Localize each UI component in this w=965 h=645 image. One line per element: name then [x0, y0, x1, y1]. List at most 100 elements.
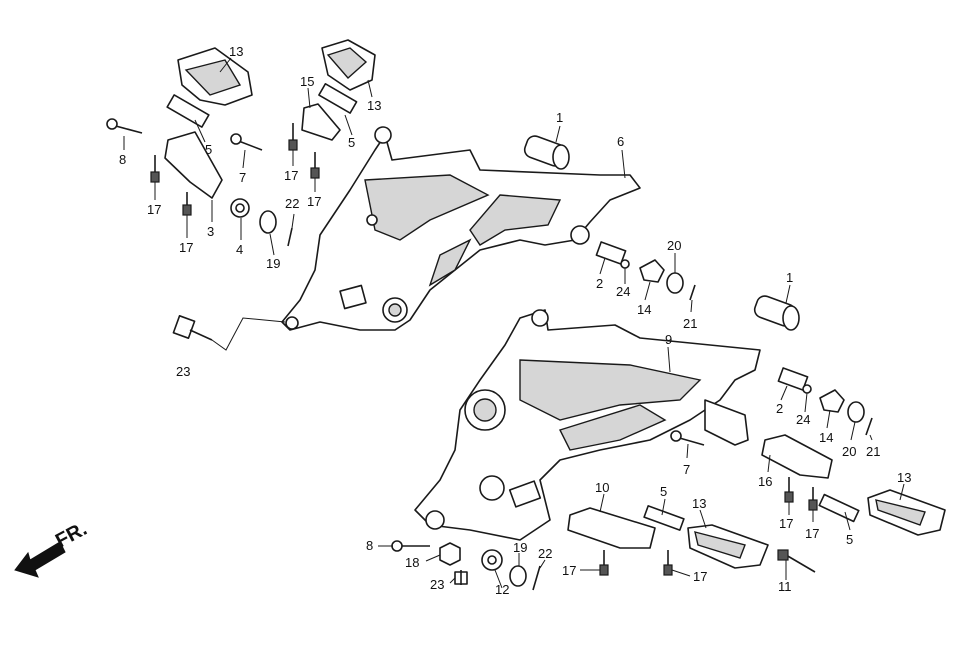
label-17f: 17	[805, 526, 819, 541]
label-17b: 17	[179, 240, 193, 255]
label-7b: 7	[683, 462, 690, 477]
spring-12	[481, 549, 503, 571]
label-6: 6	[617, 134, 624, 149]
plate-5c	[818, 493, 860, 523]
label-17g: 17	[562, 563, 576, 578]
label-4: 4	[236, 242, 243, 257]
spring-4	[230, 198, 250, 218]
nut-18	[439, 542, 461, 566]
label-13a: 13	[229, 44, 243, 59]
bolt-17b	[182, 192, 192, 216]
label-5b: 5	[348, 135, 355, 150]
plate-5b	[318, 83, 358, 114]
bolt-23b	[454, 570, 468, 585]
label-22a: 22	[285, 196, 299, 211]
label-5c: 5	[846, 532, 853, 547]
footpeg-arm-10	[567, 507, 656, 549]
cotter-pin-21a	[689, 284, 696, 301]
label-22b: 22	[538, 546, 552, 561]
label-7a: 7	[239, 170, 246, 185]
label-12: 12	[495, 582, 509, 597]
bolt-17c	[288, 123, 298, 151]
label-17e: 17	[779, 516, 793, 531]
label-24b: 24	[796, 412, 810, 427]
label-23b: 23	[430, 577, 444, 592]
label-24a: 24	[616, 284, 630, 299]
label-15: 15	[300, 74, 314, 89]
grip-rubber-13b	[321, 39, 376, 91]
label-21a: 21	[683, 316, 697, 331]
label-17h: 17	[693, 569, 707, 584]
label-1a: 1	[556, 110, 563, 125]
detent-plate-14a	[639, 259, 665, 283]
label-17a: 17	[147, 202, 161, 217]
grip-rubber-13a	[177, 47, 253, 106]
plate-5a	[166, 94, 210, 128]
footpeg-arm-3	[164, 131, 223, 199]
front-arrow-icon	[14, 541, 66, 578]
footpeg-arm-15	[301, 103, 341, 141]
grip-rubber-13c	[687, 524, 769, 569]
label-13d: 13	[692, 496, 706, 511]
label-17d: 17	[307, 194, 321, 209]
plate-5d	[643, 505, 685, 531]
footpeg-arm-16	[761, 434, 833, 479]
label-2a: 2	[596, 276, 603, 291]
washer-20b	[847, 401, 865, 423]
washer-20a	[666, 272, 684, 294]
label-20b: 20	[842, 444, 856, 459]
bolt-17e	[784, 477, 794, 503]
cotter-pin-22a	[287, 227, 293, 247]
label-1b: 1	[786, 270, 793, 285]
label-10: 10	[595, 480, 609, 495]
lower-footpeg-bracket	[414, 309, 761, 541]
label-21b: 21	[866, 444, 880, 459]
cotter-pin-22b	[532, 565, 541, 591]
label-14a: 14	[637, 302, 651, 317]
bolt-23a	[172, 315, 213, 341]
upper-footpeg-bracket	[281, 126, 641, 331]
detent-plate-14b	[819, 389, 845, 413]
washer-19a	[259, 210, 277, 234]
washer-19b	[509, 565, 527, 587]
part-labels: 13 5 8 17 17 3 4 7 19 22 15 13 5 17 17 1…	[119, 44, 911, 597]
label-19a: 19	[266, 256, 280, 271]
pin-7b	[670, 430, 705, 446]
bolt-17g	[599, 550, 609, 576]
leader-lines	[123, 57, 905, 589]
label-14b: 14	[819, 430, 833, 445]
collar-1a	[523, 135, 570, 170]
label-19b: 19	[513, 540, 527, 555]
collar-1b	[753, 295, 800, 331]
label-13b: 13	[367, 98, 381, 113]
spring-2b	[777, 367, 809, 391]
label-9: 9	[665, 332, 672, 347]
ball-24b	[802, 384, 812, 394]
label-23a: 23	[176, 364, 190, 379]
bolt-17d	[310, 152, 320, 179]
front-direction-indicator: FR.	[14, 518, 91, 578]
label-17c: 17	[284, 168, 298, 183]
pin-8a	[106, 118, 143, 134]
label-20a: 20	[667, 238, 681, 253]
label-5d: 5	[660, 484, 667, 499]
pin-8b	[391, 540, 430, 552]
label-8b: 8	[366, 538, 373, 553]
label-11: 11	[778, 579, 792, 594]
label-18: 18	[405, 555, 419, 570]
label-13c: 13	[897, 470, 911, 485]
pin-7a	[230, 133, 263, 151]
bolt-17f	[808, 487, 818, 511]
cotter-pin-21b	[865, 417, 873, 436]
label-16: 16	[758, 474, 772, 489]
bolt-17h	[663, 550, 673, 576]
label-2b: 2	[776, 401, 783, 416]
bolt-17a	[150, 155, 160, 183]
spring-2a	[595, 241, 627, 265]
label-8a: 8	[119, 152, 126, 167]
label-5a: 5	[205, 142, 212, 157]
grip-rubber-13d	[867, 489, 946, 536]
ball-24a	[620, 259, 630, 269]
